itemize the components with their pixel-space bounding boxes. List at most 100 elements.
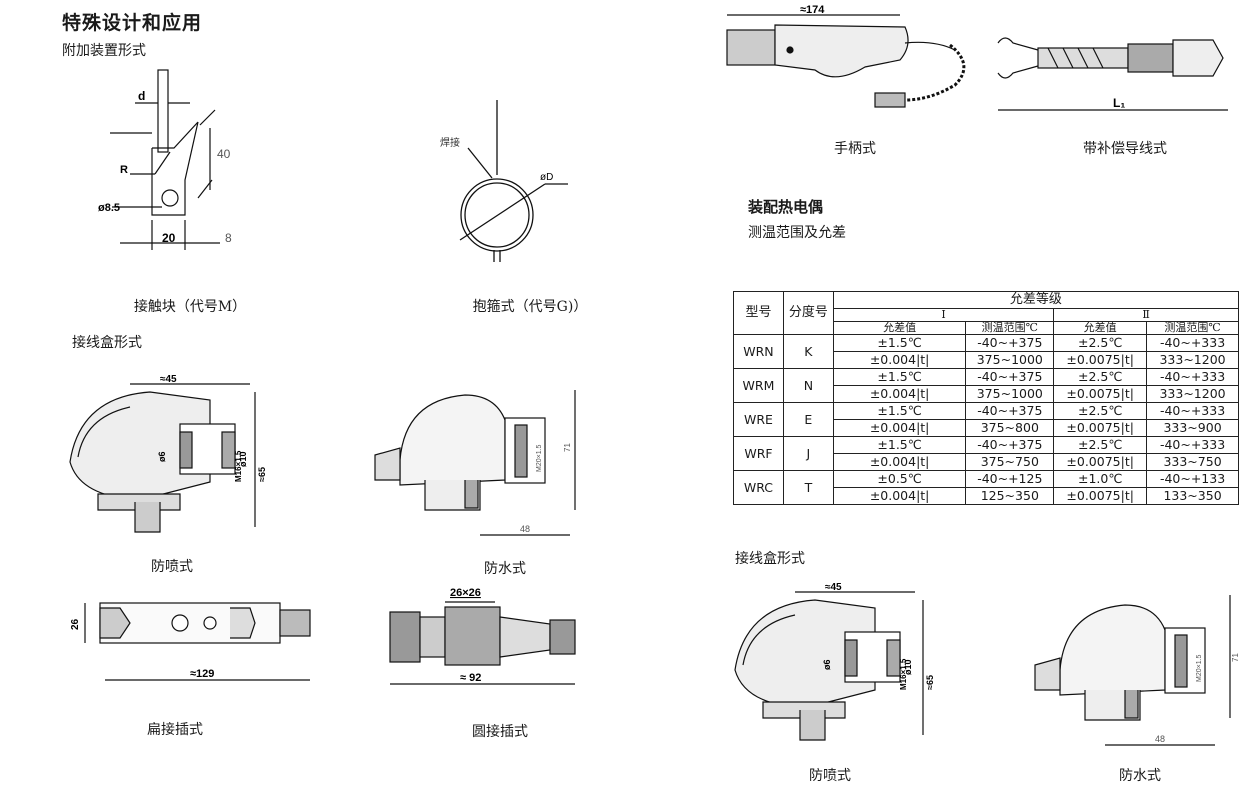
splash-box-drawing-left: ≈45 ø6 ø10 M16×1.5 ≈65	[69, 374, 267, 533]
class-2: Ⅱ	[1053, 308, 1239, 322]
cell: ±0.004|t|	[832, 487, 967, 505]
cell: 333~900	[1146, 419, 1239, 437]
sub-tol-2: 允差值	[1053, 321, 1148, 335]
dim-174: ≈174	[800, 4, 825, 16]
cell: ±0.004|t|	[832, 419, 967, 437]
round-plug-drawing: 26×26 ≈ 92	[389, 587, 576, 685]
dim-L1: L₁	[1113, 96, 1125, 110]
col-grad: 分度号	[782, 291, 834, 335]
dim-m16: M16×1.5	[899, 658, 908, 690]
dim-48: 48	[520, 524, 530, 534]
dim-D: øD	[540, 172, 553, 183]
sub-range-2: 测温范围℃	[1146, 321, 1239, 335]
dim-20: 20	[162, 231, 176, 245]
dim-d6: ø6	[822, 659, 832, 670]
dim-d: d	[138, 89, 145, 103]
cell: -40~+375	[965, 368, 1055, 386]
dim-w: ≈45	[160, 374, 177, 385]
cell: -40~+375	[965, 436, 1055, 454]
dim-R: R	[120, 164, 128, 176]
cell: 125~350	[965, 487, 1055, 505]
cell: -40~+375	[965, 334, 1055, 352]
cell: -40~+333	[1146, 436, 1239, 454]
cell-model: WRM	[733, 368, 784, 403]
cell: 333~1200	[1146, 351, 1239, 369]
dim-m20: M20×1.5	[536, 444, 543, 472]
cell: ±1.5℃	[832, 334, 967, 352]
cell: ±0.004|t|	[832, 385, 967, 403]
cell: ±1.5℃	[832, 402, 967, 420]
col-tol: 允差等级	[832, 291, 1240, 309]
splash-box-drawing-right: ≈45 ø6 ø10 M16×1.5 ≈65	[734, 582, 935, 741]
cell: ±1.0℃	[1053, 470, 1148, 488]
cell: ±2.5℃	[1053, 334, 1148, 352]
cell: -40~+133	[1146, 470, 1239, 488]
dim-d10: ø10	[903, 659, 913, 675]
table-row: ±0.004|t| 125~350 ±0.0075|t| 133~350	[734, 487, 1239, 505]
cell: ±1.5℃	[832, 436, 967, 454]
cell: ±0.0075|t|	[1053, 385, 1148, 403]
cell: ±0.0075|t|	[1053, 453, 1148, 471]
comp-lead-caption: 带补偿导线式	[1083, 141, 1167, 157]
waterproof-caption-right: 防水式	[1119, 768, 1161, 784]
table-row: WRF J ±1.5℃ -40~+375 ±2.5℃ -40~+333	[733, 436, 1239, 471]
cell-grad: N	[782, 368, 834, 403]
dim-h: ≈65	[257, 467, 267, 482]
cell: 375~800	[965, 419, 1055, 437]
handle-caption: 手柄式	[834, 141, 876, 157]
cell: 375~750	[965, 453, 1055, 471]
cell: 333~1200	[1146, 385, 1239, 403]
cell: -40~+333	[1146, 368, 1239, 386]
handle-drawing: ≈174	[726, 4, 966, 108]
splash-caption-left: 防喷式	[151, 559, 193, 575]
cell: 333~750	[1146, 453, 1239, 471]
cell-model: WRC	[733, 470, 784, 505]
cell-model: WRE	[733, 402, 784, 437]
table-row: WRN K ±1.5℃ -40~+375 ±2.5℃ -40~+333	[733, 334, 1239, 369]
cell-model: WRN	[733, 334, 784, 369]
dim-40: 40	[217, 147, 231, 161]
dim-8: 8	[225, 231, 232, 245]
cell-grad: E	[782, 402, 834, 437]
cell-grad: T	[782, 470, 834, 505]
cell: ±0.0075|t|	[1053, 351, 1148, 369]
round-plug-caption: 圆接插式	[472, 724, 528, 740]
table-row: ±0.004|t| 375~750 ±0.0075|t| 333~750	[734, 453, 1239, 471]
dim-48: 48	[1155, 734, 1165, 744]
range-heading: 测温范围及允差	[748, 225, 846, 241]
table-row: WRC T ±0.5℃ -40~+125 ±1.0℃ -40~+133	[733, 470, 1239, 505]
cell: -40~+125	[965, 470, 1055, 488]
dim-h: ≈65	[925, 675, 935, 690]
cell: ±0.0075|t|	[1053, 487, 1148, 505]
cell: -40~+375	[965, 402, 1055, 420]
tolerance-table: 型号 分度号 允差等级 Ⅰ Ⅱ 允差值 测温范围℃ 允差值 测温范围℃ WRN …	[733, 291, 1240, 505]
cell: ±0.004|t|	[832, 351, 967, 369]
cell: ±0.0075|t|	[1053, 419, 1148, 437]
waterproof-box-drawing-right: 48 71 M20×1.5	[1034, 595, 1240, 746]
comp-lead-drawing: L₁	[997, 37, 1228, 111]
dim-71: 71	[563, 443, 572, 452]
col-model: 型号	[733, 291, 784, 335]
sub-range-1: 测温范围℃	[965, 321, 1055, 335]
assembly-heading: 装配热电偶	[748, 198, 824, 216]
dim-26x26: 26×26	[450, 587, 481, 599]
cell: ±0.5℃	[832, 470, 967, 488]
cell: 375~1000	[965, 351, 1055, 369]
flat-plug-drawing: 26 ≈129	[70, 602, 311, 681]
dim-d6: ø6	[157, 451, 167, 462]
cell-grad: J	[782, 436, 834, 471]
cell: ±1.5℃	[832, 368, 967, 386]
table-row: ±0.004|t| 375~1000 ±0.0075|t| 333~1200	[734, 351, 1239, 369]
cell: 133~350	[1146, 487, 1239, 505]
dim-129: ≈129	[190, 668, 214, 680]
dim-m20: M20×1.5	[1196, 654, 1203, 682]
waterproof-box-drawing-left: 48 71 M20×1.5	[374, 390, 576, 536]
dim-26: 26	[70, 618, 81, 630]
hoop-caption: 抱箍式（代号G)）	[472, 299, 588, 315]
waterproof-caption-left: 防水式	[484, 561, 526, 577]
cell: -40~+333	[1146, 334, 1239, 352]
cell: ±2.5℃	[1053, 368, 1148, 386]
cell: ±0.004|t|	[832, 453, 967, 471]
cell: ±2.5℃	[1053, 402, 1148, 420]
table-row: ±0.004|t| 375~1000 ±0.0075|t| 333~1200	[734, 385, 1239, 403]
